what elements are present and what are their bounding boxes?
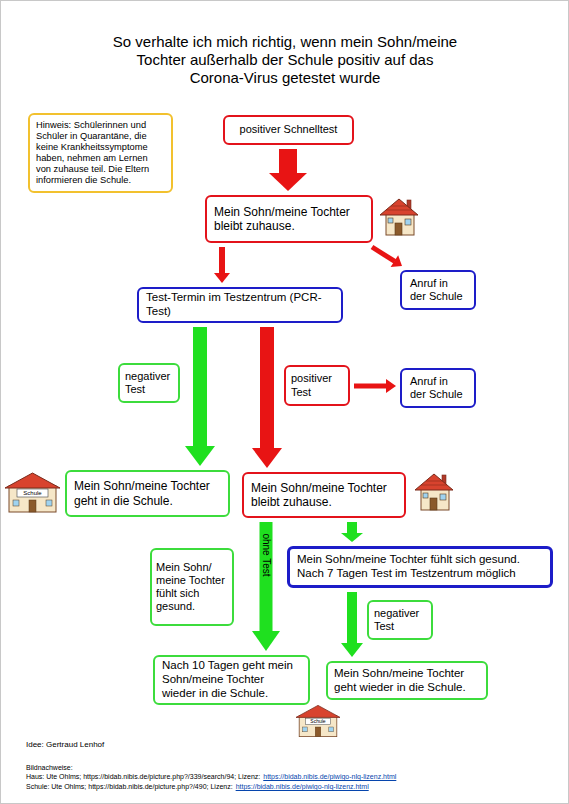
node-text: Test-Termin im Testzentrum (PCR-Test) — [146, 291, 334, 319]
arrow-shaft — [347, 592, 357, 644]
arrow-head — [341, 533, 363, 542]
node-text: Hinweis: Schülerinnen und Schüler in Qua… — [36, 120, 165, 187]
sign-text: Schule — [310, 719, 325, 725]
arrow-shaft — [279, 149, 297, 174]
node-text: negativer Test — [125, 370, 173, 396]
license-link: https://bidab.nibis.de/piwigo-nlq-lizenz… — [263, 773, 396, 780]
action-box: Anruf in der Schule — [400, 270, 476, 310]
credit-text: Bildnachweise: — [26, 764, 73, 772]
license-link: https://bidab.nibis.de/piwigo-nlq-lizenz… — [236, 783, 369, 790]
process-box: positiver Schnelltest — [223, 115, 354, 145]
process-box: Mein Sohn/meine Tochter geht in die Schu… — [65, 470, 230, 517]
house-icon — [380, 199, 418, 235]
node-text: Anruf in der Schule — [410, 375, 466, 401]
edge-label: ohne Test — [261, 533, 271, 576]
flow-arrow — [341, 592, 363, 657]
credit-text: Schule: Ute Ohlms; https://bidab.nibis.d… — [26, 783, 233, 790]
arrow-shaft — [354, 384, 387, 389]
action-box: Anruf in der Schule — [400, 368, 476, 408]
process-box: Mein Sohn/meine Tochter bleibt zuhause. — [205, 195, 373, 243]
arrow-head — [341, 643, 363, 657]
arrow-head — [386, 379, 396, 393]
flow-arrow — [252, 327, 282, 468]
arrow-shaft — [260, 327, 274, 449]
arrow-shaft — [193, 327, 207, 447]
condition-box: negativer Test — [367, 600, 433, 640]
arrow-head — [391, 255, 402, 267]
flow-arrow — [341, 522, 363, 542]
flow-arrow — [252, 522, 280, 651]
condition-box: Mein Sohn/ meine Tochter fühlt sich gesu… — [150, 548, 234, 626]
node-text: Mein Sohn/meine Tochter bleibt zuhause. — [251, 481, 397, 510]
credit-line: Schule: Ute Ohlms; https://bidab.nibis.d… — [26, 783, 372, 791]
flow-arrow — [372, 247, 402, 267]
diagram-title: So verhalte ich mich richtig, wenn mein … — [110, 33, 460, 87]
node-text: Mein Sohn/meine Tochter bleibt zuhause. — [214, 205, 364, 234]
node-text: Anruf in der Schule — [410, 277, 466, 303]
node-text: Mein Sohn/ meine Tochter fühlt sich gesu… — [156, 561, 228, 614]
arrow-shaft — [219, 247, 225, 274]
condition-box: positiver Test — [284, 365, 350, 406]
process-box: Test-Termin im Testzentrum (PCR-Test) — [137, 287, 343, 323]
process-box: Mein Sohn/meine Tochter geht wieder in d… — [326, 661, 488, 700]
sign-text: Schule — [23, 490, 41, 497]
arrow-head — [252, 448, 282, 468]
arrow-head — [214, 273, 230, 283]
arrow-head — [252, 631, 280, 651]
credit-text: Haus: Ute Ohlms; https://bidab.nibis.de/… — [26, 773, 260, 780]
credit-text: Idee: Gertraud Lenhof — [26, 741, 104, 750]
node-text: Mein Sohn/meine Tochter geht wieder in d… — [334, 667, 480, 695]
node-text: Mein Sohn/meine Tochter fühlt sich gesun… — [297, 553, 543, 581]
arrow-shaft — [260, 522, 273, 632]
house-icon — [415, 474, 453, 510]
arrow-shaft — [347, 522, 357, 534]
flow-arrow — [214, 247, 230, 283]
node-text: positiver Schnelltest — [231, 123, 346, 136]
node-text: Mein Sohn/meine Tochter geht in die Schu… — [74, 479, 221, 508]
node-text: positiver Test — [291, 372, 343, 398]
flow-arrow — [269, 149, 307, 191]
credit-line: Haus: Ute Ohlms; https://bidab.nibis.de/… — [26, 773, 399, 781]
process-box: Mein Sohn/meine Tochter fühlt sich gesun… — [287, 546, 553, 588]
flow-arrow — [185, 327, 215, 466]
school-icon — [5, 473, 60, 512]
condition-box: negativer Test — [118, 363, 180, 403]
node-text: negativer Test — [374, 607, 426, 633]
arrow-head — [269, 173, 307, 191]
process-box: Mein Sohn/meine Tochter bleibt zuhause. — [242, 472, 406, 518]
school-icon — [296, 705, 340, 736]
node-text: Nach 10 Tagen geht mein Sohn/meine Tocht… — [162, 659, 301, 700]
note-box: Hinweis: Schülerinnen und Schüler in Qua… — [28, 113, 173, 193]
flow-arrow — [354, 379, 396, 393]
arrow-shaft — [372, 247, 395, 261]
arrow-head — [185, 446, 215, 466]
process-box: Nach 10 Tagen geht mein Sohn/meine Tocht… — [153, 655, 310, 705]
